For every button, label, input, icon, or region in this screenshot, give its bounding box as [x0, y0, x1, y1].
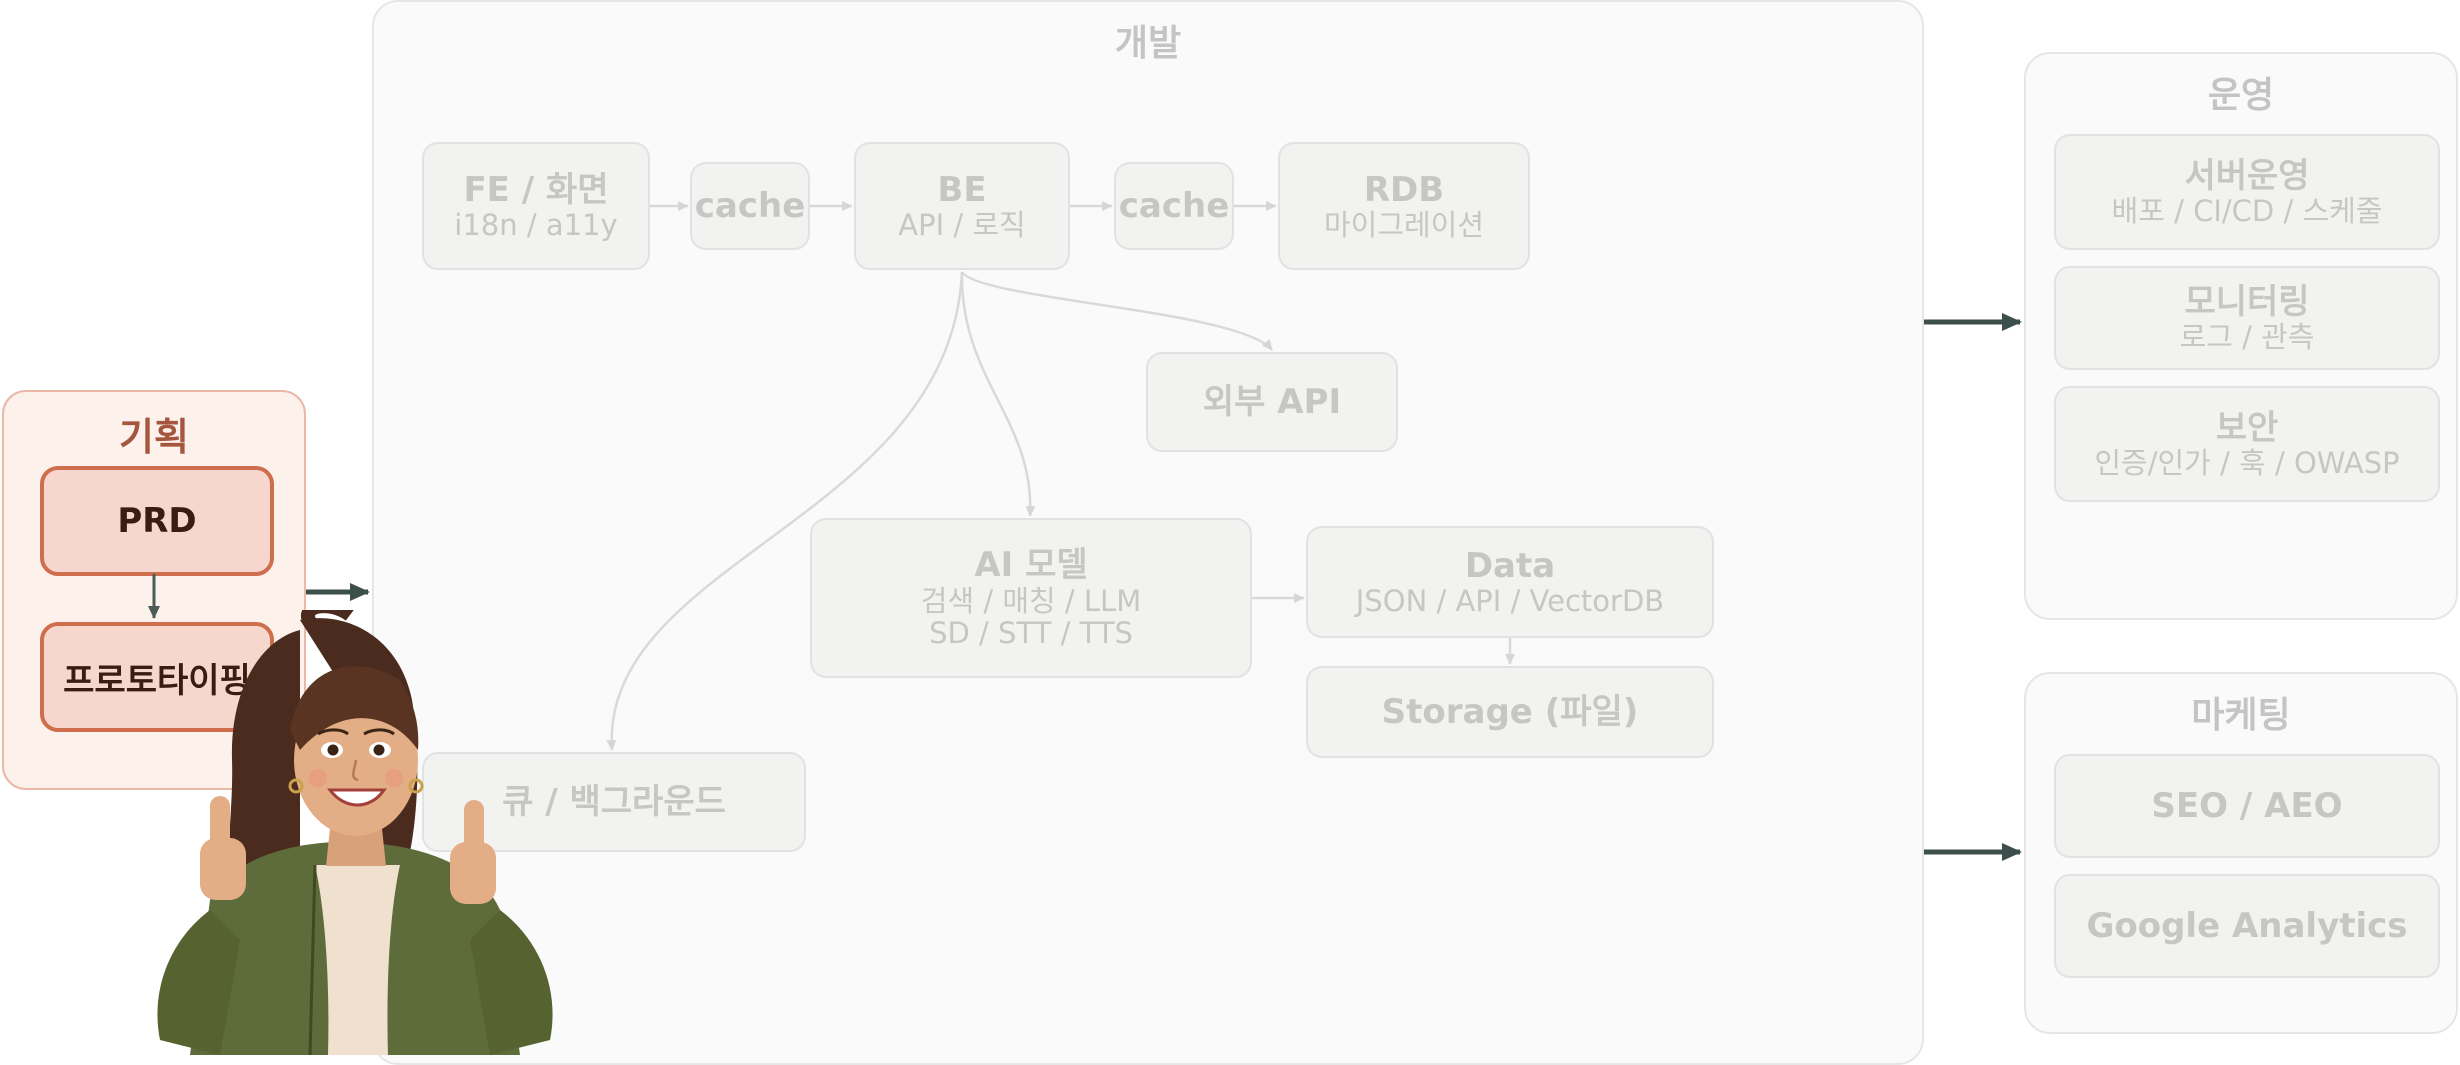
- analytics-title: Google Analytics: [2086, 905, 2408, 946]
- server-ops-title: 서버운영: [2184, 155, 2310, 196]
- rdb-sub: 마이그레이션: [1323, 207, 1485, 242]
- edge-be-queue: [606, 271, 964, 751]
- seo-node[interactable]: SEO / AEO: [2054, 754, 2440, 858]
- cache-node-1[interactable]: cache: [690, 162, 810, 250]
- monitoring-title: 모니터링: [2184, 281, 2310, 322]
- rdb-title: RDB: [1363, 169, 1445, 210]
- fe-node[interactable]: FE / 화면 i18n / a11y: [422, 142, 650, 270]
- data-title: Data: [1464, 545, 1556, 586]
- external-api-title: 외부 API: [1202, 381, 1342, 422]
- server-ops-node[interactable]: 서버운영 배포 / CI/CD / 스케줄: [2054, 134, 2440, 250]
- be-node[interactable]: BE API / 로직: [854, 142, 1070, 270]
- rdb-node[interactable]: RDB 마이그레이션: [1278, 142, 1530, 270]
- monitoring-node[interactable]: 모니터링 로그 / 관측: [2054, 266, 2440, 370]
- monitoring-sub: 로그 / 관측: [2179, 319, 2315, 354]
- security-sub: 인증/인가 / 훅 / OWASP: [2094, 445, 2400, 480]
- edge-be-ai: [960, 271, 1036, 517]
- storage-node[interactable]: Storage (파일): [1306, 666, 1714, 758]
- seo-title: SEO / AEO: [2151, 785, 2343, 826]
- ai-title: AI 모델: [974, 545, 1088, 586]
- be-title: BE: [937, 169, 987, 210]
- planning-group: 기획 PRD 프로토타이핑: [2, 390, 306, 790]
- edge-be-external: [960, 271, 1273, 351]
- development-title: 개발: [1114, 23, 1182, 64]
- data-node[interactable]: Data JSON / API / VectorDB: [1306, 526, 1714, 638]
- analytics-node[interactable]: Google Analytics: [2054, 874, 2440, 978]
- queue-title: 큐 / 백그라운드: [502, 781, 726, 822]
- security-node[interactable]: 보안 인증/인가 / 훅 / OWASP: [2054, 386, 2440, 502]
- cache-2-title: cache: [1118, 185, 1230, 226]
- fe-title: FE / 화면: [463, 169, 609, 210]
- ai-sub-1: 검색 / 매칭 / LLM: [920, 583, 1142, 618]
- security-title: 보안: [2215, 407, 2279, 448]
- data-sub: JSON / API / VectorDB: [1355, 583, 1665, 618]
- queue-node[interactable]: 큐 / 백그라운드: [422, 752, 806, 852]
- server-ops-sub: 배포 / CI/CD / 스케줄: [2111, 193, 2383, 228]
- storage-title: Storage (파일): [1381, 691, 1639, 732]
- marketing-title: 마케팅: [2191, 695, 2291, 736]
- prd-node[interactable]: PRD: [40, 466, 274, 576]
- fe-sub: i18n / a11y: [454, 207, 618, 242]
- operations-title: 운영: [2207, 75, 2275, 116]
- planning-title: 기획: [119, 415, 189, 459]
- woman-thumbs-up-illustration: [157, 610, 553, 1055]
- external-api-node[interactable]: 외부 API: [1146, 352, 1398, 452]
- be-sub: API / 로직: [898, 207, 1026, 242]
- prototype-node[interactable]: 프로토타이핑: [40, 622, 274, 732]
- cache-1-title: cache: [694, 185, 806, 226]
- ai-model-node[interactable]: AI 모델 검색 / 매칭 / LLM SD / STT / TTS: [810, 518, 1252, 678]
- cache-node-2[interactable]: cache: [1114, 162, 1234, 250]
- ai-sub-2: SD / STT / TTS: [929, 616, 1133, 651]
